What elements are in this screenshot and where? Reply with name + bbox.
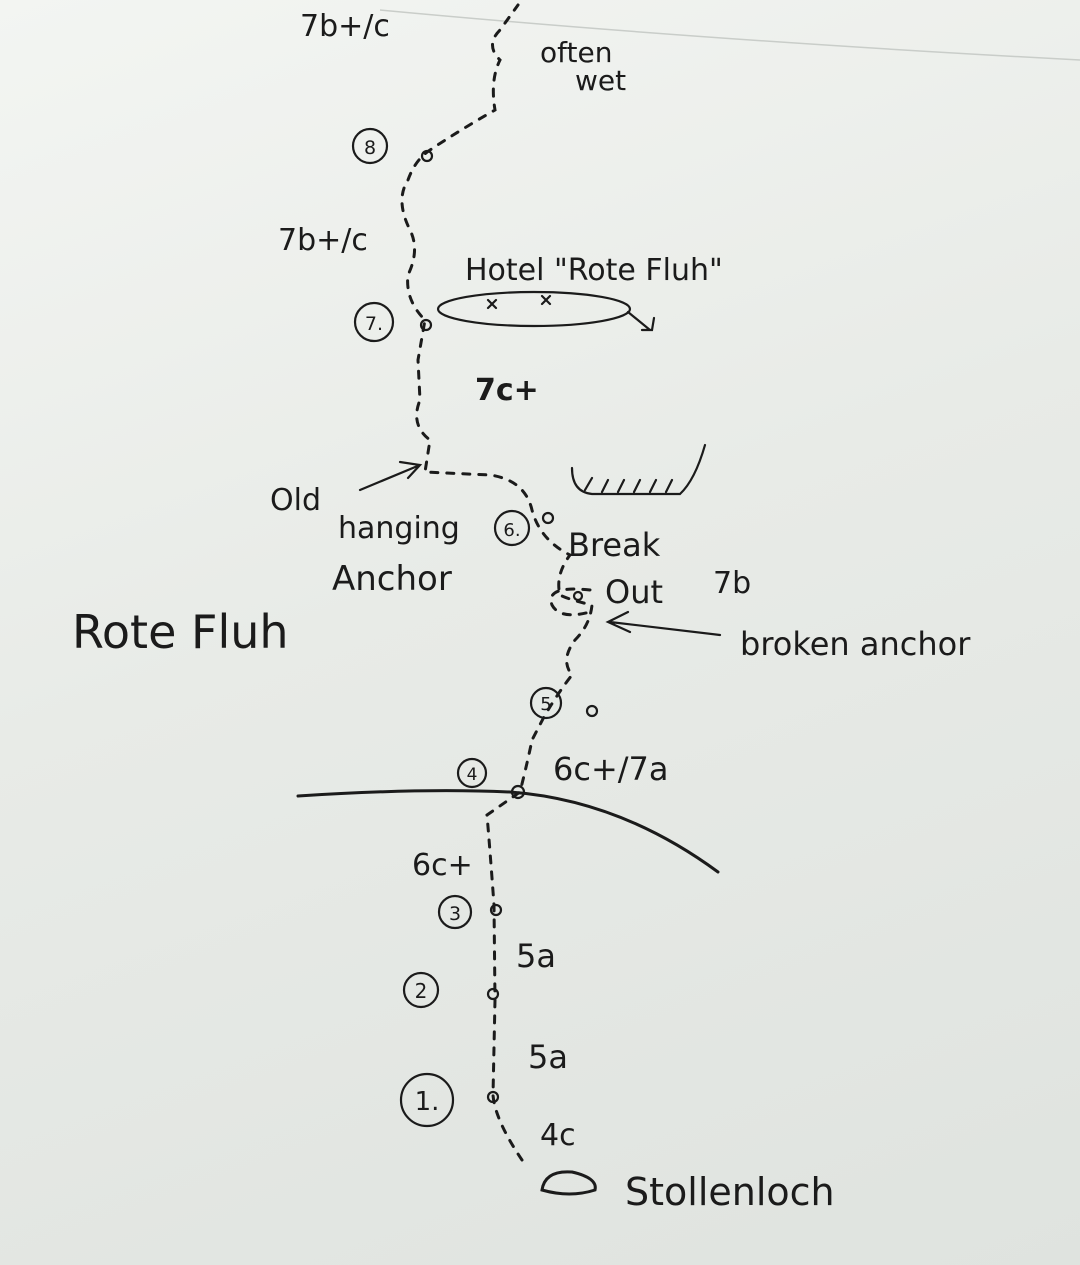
- grade-top: 7b+/c: [300, 9, 390, 44]
- belay-label-4: 4: [467, 765, 478, 785]
- belay-label-3: 3: [449, 903, 461, 925]
- old-anchor-arrow: [358, 460, 423, 492]
- belay-circle-2: [402, 971, 440, 1009]
- hatched-ledge: [570, 443, 707, 496]
- route-line: [400, 3, 594, 1162]
- anchor-3: [489, 903, 503, 917]
- belay-circle-7: [353, 301, 395, 343]
- note-old: Old: [270, 483, 321, 518]
- broken-anchor-arrow: [605, 610, 722, 637]
- ledge-marks: [486, 294, 552, 310]
- belay-circle-8: [351, 127, 389, 165]
- grade-pitch-8: 7b+/c: [278, 223, 368, 258]
- anchor-8: [420, 149, 434, 163]
- belay-label-2: 2: [415, 979, 428, 1003]
- belay-circle-5: [529, 686, 563, 720]
- grade-pitch-2: 5a: [528, 1038, 568, 1076]
- belay-label-7: 7.: [365, 313, 383, 335]
- ledge-arrow: [626, 310, 656, 332]
- note-broken-anchor: broken anchor: [740, 625, 971, 663]
- anchor-1: [486, 1090, 500, 1104]
- note-hotel: Hotel "Rote Fluh": [465, 253, 723, 288]
- anchor-5: [585, 704, 599, 718]
- hotel-ledge: [436, 290, 632, 328]
- anchor-2: [486, 987, 500, 1001]
- note-hanging: hanging: [338, 511, 460, 546]
- belay-circle-3: [437, 894, 473, 930]
- belay-label-1: 1.: [415, 1087, 440, 1117]
- belay-label-6: 6.: [503, 520, 520, 541]
- anchor-7: [419, 318, 433, 332]
- note-out: Out: [605, 573, 663, 611]
- belay-label-5: 5: [540, 694, 551, 715]
- belay-circle-4: [456, 757, 488, 789]
- anchor-4: [510, 784, 526, 800]
- note-wet: wet: [575, 64, 626, 97]
- grade-pitch-1: 4c: [540, 1118, 576, 1153]
- belay-circle-6: [493, 509, 531, 547]
- paper-fold: [379, 9, 1080, 61]
- grade-pitch-7: 7c+: [475, 373, 539, 408]
- belay-circle-1: [399, 1072, 455, 1128]
- wall-title: Rote Fluh: [72, 605, 289, 659]
- grade-pitch-4: 6c+: [412, 848, 473, 883]
- grade-breakout: 7b: [713, 566, 751, 601]
- roof-line: [296, 789, 720, 874]
- note-break: Break: [568, 526, 661, 564]
- stollenloch-hole: [540, 1170, 597, 1196]
- anchor-6: [541, 511, 555, 525]
- grade-pitch-3: 5a: [516, 937, 556, 975]
- breakout-loop: [549, 587, 592, 617]
- note-often: often: [540, 36, 612, 69]
- note-anchor: Anchor: [332, 559, 452, 599]
- broken-anchor: [572, 590, 584, 602]
- start-label: Stollenloch: [625, 1170, 835, 1214]
- belay-label-8: 8: [364, 137, 376, 159]
- grade-pitch-5: 6c+/7a: [553, 750, 669, 788]
